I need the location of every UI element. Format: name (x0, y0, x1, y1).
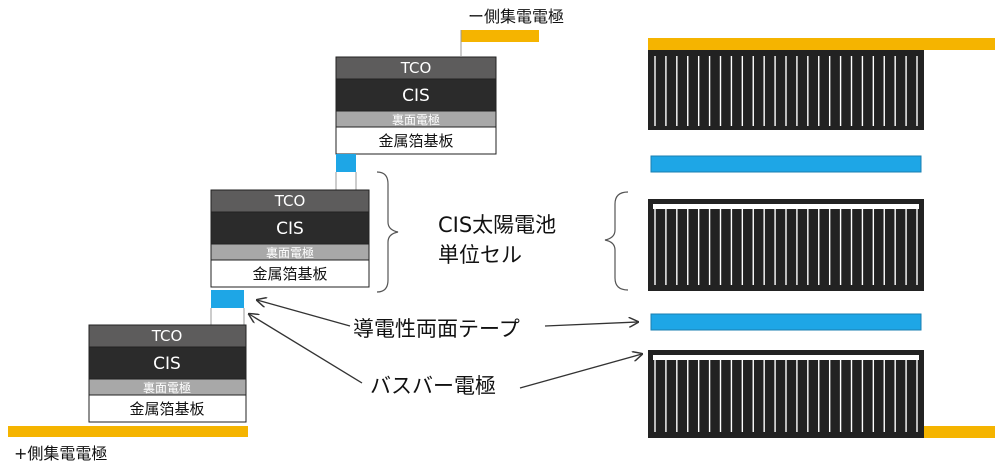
cell-label-line2: 単位セル (438, 243, 522, 267)
cell-panel-top (648, 50, 924, 130)
tape-strip-top (650, 155, 922, 173)
conductive-tape-upper (336, 154, 356, 172)
left-brace (376, 171, 399, 293)
back-electrode-label: 裏面電極 (143, 380, 191, 395)
cis-layer-label: CIS (276, 219, 304, 239)
tape-strip-bottom (650, 313, 922, 331)
positive-collector-bar (8, 426, 248, 437)
right-brace (604, 191, 629, 291)
top-collector-bar (648, 38, 995, 50)
tape-arrow-right (544, 322, 638, 326)
busbar-label: バスバー電極 (370, 374, 496, 398)
tco-layer-label: TCO (400, 59, 432, 77)
substrate-label: 金属箔基板 (129, 400, 204, 418)
tape-label: 導電性両面テープ (353, 317, 520, 341)
cell-label-line1: CIS太陽電池 (438, 213, 556, 237)
cis-layer-label: CIS (402, 86, 430, 106)
busbar-arrow-right (519, 354, 642, 389)
substrate-label: 金属箔基板 (378, 132, 453, 150)
busbar-strip (653, 355, 919, 360)
tco-layer-label: TCO (274, 192, 306, 210)
negative-collector-bar (461, 30, 539, 42)
busbar-arrow-left (249, 314, 363, 384)
bottom-collector-bar (924, 426, 995, 438)
substrate-label: 金属箔基板 (252, 265, 327, 283)
cell-panel-middle (648, 199, 924, 291)
conductive-tape-lower (211, 290, 244, 308)
negative-electrode-label: ー側集電電極 (468, 7, 564, 26)
back-electrode-label: 裏面電極 (392, 112, 440, 127)
cell-stack-bottom: TCO CIS 裏面電極 金属箔基板 (88, 324, 247, 423)
tco-layer-label: TCO (151, 327, 183, 345)
positive-electrode-label: +側集電電極 (14, 444, 107, 463)
cis-layer-label: CIS (153, 354, 181, 374)
cell-stack-top: TCO CIS 裏面電極 金属箔基板 (335, 56, 497, 155)
busbar-strip (653, 204, 919, 209)
cell-panel-bottom (648, 350, 924, 438)
back-electrode-label: 裏面電極 (266, 245, 314, 260)
cell-stack-middle: TCO CIS 裏面電極 金属箔基板 (210, 189, 370, 288)
tape-arrow-left (257, 300, 351, 327)
